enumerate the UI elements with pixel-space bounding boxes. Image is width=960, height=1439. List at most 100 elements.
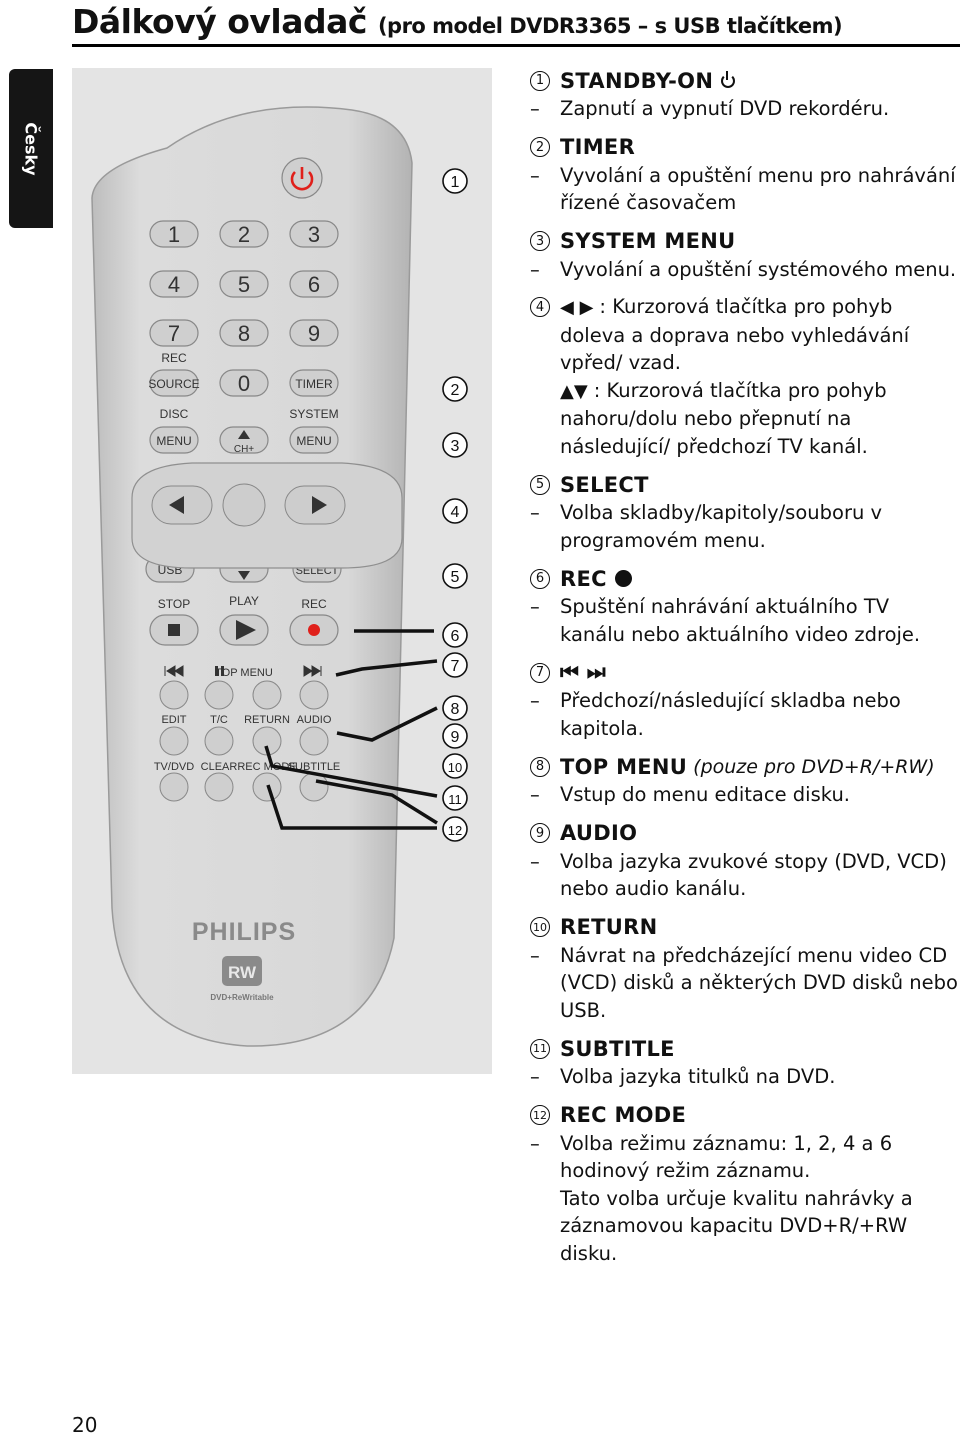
callout-number: 11 xyxy=(448,792,462,807)
entry-title: TIMER xyxy=(560,135,636,159)
function-button xyxy=(159,680,189,710)
function-button xyxy=(299,726,329,756)
rec-mode-caption: REC MODE xyxy=(237,761,296,773)
clear-caption: CLEAR xyxy=(201,761,238,773)
menu-left-label: MENU xyxy=(156,434,191,448)
entry-note: (pouze pro DVD+R/+RW) xyxy=(693,755,935,778)
arrows-left-right-icon: ◀ ▶ xyxy=(560,297,594,318)
entry-number: 10 xyxy=(530,917,550,937)
nav-right-icon xyxy=(312,496,327,514)
top-menu-caption: TOP MENU xyxy=(215,667,273,679)
entry-extra-text: Tato volba určuje kvalitu nahrávky a záz… xyxy=(560,1186,913,1265)
entry-text: –Návrat na předcházející menu video CD (… xyxy=(530,943,958,1022)
entry-text: –Volba jazyka titulků na DVD. xyxy=(530,1065,836,1088)
audio-caption: AUDIO xyxy=(297,714,332,726)
pause-icon xyxy=(221,666,224,676)
entry-text: –Volba jazyka zvukové stopy (DVD, VCD) n… xyxy=(530,849,947,901)
language-tab: Česky xyxy=(9,69,53,228)
ch-down-icon xyxy=(238,571,250,580)
function-button xyxy=(299,772,329,802)
callout-number: 8 xyxy=(451,701,460,718)
entry-number: 8 xyxy=(530,756,550,777)
entry-number: 5 xyxy=(530,474,550,495)
callout-number: 10 xyxy=(448,760,462,775)
digit-button xyxy=(219,270,269,298)
callout-number: 6 xyxy=(451,628,460,645)
language-tab-label: Česky xyxy=(21,121,41,176)
digit-button xyxy=(289,319,339,347)
entry-number: 6 xyxy=(530,568,550,589)
ch-plus-button xyxy=(219,426,269,454)
disc-menu-button xyxy=(149,426,199,454)
entry-text: –Vyvolání a opuštění systémového menu. xyxy=(530,257,957,281)
system-menu-button xyxy=(289,426,339,454)
digit-button xyxy=(219,369,269,397)
digit-label: 7 xyxy=(168,321,180,346)
tvdvd-caption: TV/DVD xyxy=(154,761,194,773)
callout-marker xyxy=(442,432,468,458)
callout-number: 4 xyxy=(451,504,460,521)
timer-label: TIMER xyxy=(295,377,333,391)
entry-skip: 7⏮ ⏭ –Předchozí/následující skladba nebo… xyxy=(530,658,960,742)
entry-return: 10 RETURN –Návrat na předcházející menu v… xyxy=(530,913,960,1025)
rec-dot-icon xyxy=(614,570,632,587)
power-icon xyxy=(290,171,314,191)
entry-title: RETURN xyxy=(560,915,658,939)
callout-marker xyxy=(442,816,468,842)
source-button xyxy=(149,369,199,397)
digit-button xyxy=(289,270,339,298)
rec-source-caption: REC xyxy=(161,351,187,365)
digit-button xyxy=(219,220,269,248)
function-button xyxy=(299,680,329,710)
stop-caption: STOP xyxy=(158,597,190,611)
entry-title: REC xyxy=(560,566,607,591)
digit-label: 1 xyxy=(168,222,180,247)
digit-label: 6 xyxy=(308,272,320,297)
entry-number: 12 xyxy=(530,1105,550,1125)
entry-title: STANDBY-ON xyxy=(560,68,714,93)
callout-number: 5 xyxy=(451,569,460,586)
rw-logo xyxy=(222,956,262,986)
callout-marker xyxy=(442,498,468,524)
function-button xyxy=(159,772,189,802)
title-main: Dálkový ovladač xyxy=(72,2,367,41)
callout-number: 7 xyxy=(451,658,460,675)
system-caption: SYSTEM xyxy=(289,407,338,421)
entry-number: 9 xyxy=(530,823,550,843)
button-descriptions: 1 STANDBY-ON –Zapnutí a vypnutí DVD rekor… xyxy=(530,66,960,1277)
play-caption: PLAY xyxy=(229,594,259,608)
callout-number: 9 xyxy=(451,729,460,746)
entry-title: TOP MENU xyxy=(560,754,688,779)
digit-button xyxy=(149,270,199,298)
callout-marker xyxy=(442,753,468,779)
entry-text: –Volba režimu záznamu: 1, 2, 4 a 6 hodin… xyxy=(530,1131,893,1183)
entry-number: 7 xyxy=(530,662,550,683)
digit-label: 0 xyxy=(238,371,250,396)
ok-button xyxy=(222,483,266,527)
callout-marker xyxy=(442,563,468,589)
page-number: 20 xyxy=(72,1413,98,1437)
stop-icon xyxy=(168,624,180,636)
ch-plus-label: CH+ xyxy=(234,444,254,455)
callout-marker xyxy=(442,695,468,721)
function-button xyxy=(204,726,234,756)
timer-button xyxy=(289,369,339,397)
entry-text: –Zapnutí a vypnutí DVD rekordéru. xyxy=(530,97,890,120)
rec-caption: REC xyxy=(301,597,327,611)
entry-text: –Vyvolání a opuštění menu pro nahrávání … xyxy=(530,163,956,215)
entry-number: 2 xyxy=(530,137,550,157)
entry-number: 1 xyxy=(530,70,550,91)
menu-right-label: MENU xyxy=(296,434,331,448)
digit-label: 2 xyxy=(238,222,250,247)
callout-marker xyxy=(442,723,468,749)
digit-label: 5 xyxy=(238,272,250,297)
entry-title: SELECT xyxy=(560,472,649,497)
callout-number: 2 xyxy=(451,382,460,399)
edit-caption: EDIT xyxy=(161,714,186,726)
remote-buttons xyxy=(145,220,342,802)
